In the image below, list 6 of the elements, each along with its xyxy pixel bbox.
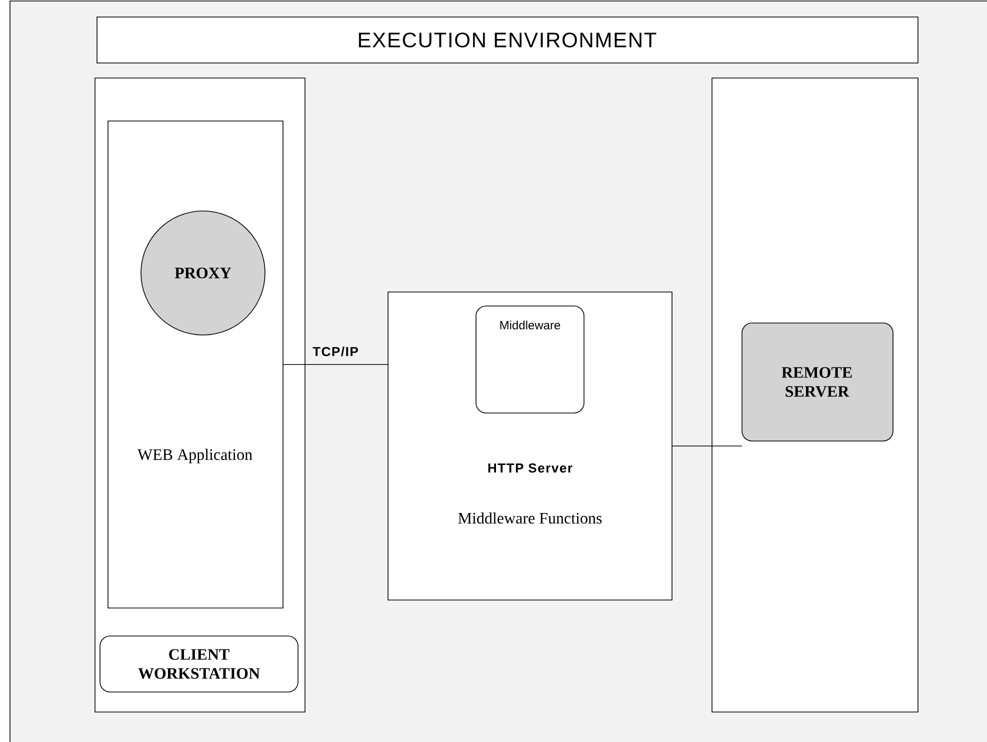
label-box: CLIENT WORKSTATION [100,636,298,692]
edge-label: TCP/IP [310,344,360,358]
banner-box: EXECUTION ENVIRONMENT [96,16,918,64]
server-box: REMOTE SERVER [742,322,894,442]
module-box: Middleware [476,306,584,414]
connector-line [282,364,388,365]
